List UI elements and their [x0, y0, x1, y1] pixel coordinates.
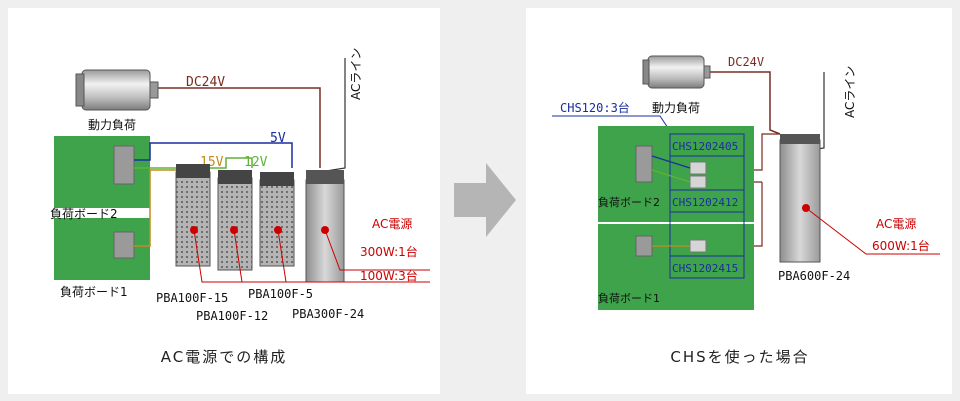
ac-line-label: ACライン	[349, 48, 363, 100]
left-caption: AC電源での構成	[161, 348, 287, 366]
chs3-label: CHS1202415	[672, 262, 738, 275]
load-board-2	[598, 126, 754, 222]
leader-line	[277, 229, 287, 283]
pba600f24-label: PBA600F-24	[778, 269, 850, 283]
arrow-icon	[454, 163, 516, 237]
chs2-module	[689, 175, 707, 189]
v12-label: 12V	[244, 155, 268, 170]
load-board-1	[598, 224, 754, 310]
ac-300w-label: 300W:1台	[360, 244, 418, 259]
pba100f12-label: PBA100F-12	[196, 309, 268, 323]
dc24v-label: DC24V	[186, 75, 225, 90]
leader-line	[805, 207, 940, 255]
board1-label: 負荷ボード1	[60, 285, 128, 299]
leader-line	[233, 229, 243, 283]
chs1-module	[689, 161, 707, 175]
wire-5v	[134, 142, 293, 168]
motor-icon	[75, 69, 159, 111]
motor-icon	[642, 55, 711, 89]
board2-label: 負荷ボード2	[50, 207, 118, 221]
pba100f15-label: PBA100F-15	[156, 291, 228, 305]
board1-module	[113, 231, 135, 259]
psu-pba600f24	[779, 134, 821, 263]
chs3-module	[689, 239, 707, 253]
leader-line	[193, 229, 430, 283]
board2-module	[113, 145, 135, 185]
ac-600w-label: 600W:1台	[872, 238, 930, 253]
load-board-2	[54, 136, 150, 208]
board1-label: 負荷ボード1	[598, 292, 660, 305]
board2-label: 負荷ボード2	[598, 196, 660, 209]
dc24v-label: DC24V	[728, 55, 764, 69]
right-caption: CHSを使った場合	[670, 348, 809, 366]
chs-count-label: CHS120:3台	[560, 100, 630, 115]
pba300f24-label: PBA300F-24	[292, 307, 364, 321]
psu-pba100f15	[175, 164, 211, 267]
load-board-1	[54, 218, 150, 280]
ac-line-label: ACライン	[843, 66, 857, 118]
right-diagram: 動力負荷 DC24V ACライン CHS120:3台 負荷ボード2 負荷ボード1…	[552, 55, 940, 366]
wire-15v	[134, 169, 188, 247]
board1-module	[635, 235, 653, 257]
pba100f5-label: PBA100F-5	[248, 287, 313, 301]
chs1-label: CHS1202405	[672, 140, 738, 153]
ac-100w-label: 100W:3台	[360, 268, 418, 283]
chs2-label: CHS1202412	[672, 196, 738, 209]
psu-pba100f5	[259, 172, 295, 267]
psu-pba100f12	[217, 170, 253, 271]
motor-label: 動力負荷	[652, 101, 700, 115]
ac-source-label: AC電源	[876, 217, 916, 231]
ac-source-label: AC電源	[372, 217, 412, 231]
leader-line	[324, 229, 430, 271]
left-diagram: 動力負荷 DC24V ACライン 負荷ボード2 負荷ボード1 5V 15V 12…	[50, 48, 430, 366]
v5-label: 5V	[270, 131, 286, 146]
board2-module	[635, 145, 653, 183]
motor-label: 動力負荷	[88, 118, 136, 132]
